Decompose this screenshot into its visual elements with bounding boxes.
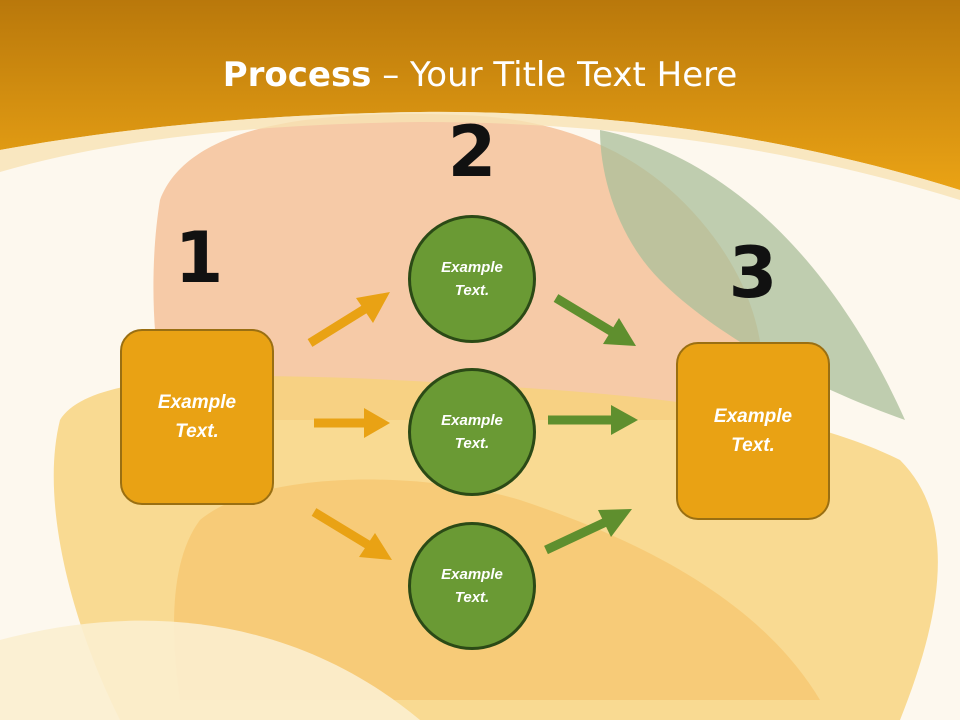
process-circle-bottom-label: Example Text. [441, 566, 503, 606]
process-box-end-label: Example Text. [713, 406, 793, 456]
process-circle-top: Example Text. [408, 215, 536, 343]
step-number-3: 3 [728, 232, 778, 314]
process-box-start: Example Text. [120, 329, 274, 505]
step-number-1: 1 [174, 217, 224, 299]
process-box-start-label: Example Text. [157, 392, 237, 442]
process-circle-bottom: Example Text. [408, 522, 536, 650]
process-circle-top-label: Example Text. [441, 259, 503, 299]
process-box-end: Example Text. [676, 342, 830, 520]
title-bold: Process [222, 55, 372, 95]
step-number-2: 2 [447, 111, 497, 193]
title-rest: – Your Title Text Here [371, 55, 738, 95]
process-circle-middle-label: Example Text. [441, 412, 503, 452]
slide-title: Process – Your Title Text Here [0, 52, 960, 98]
process-circle-middle: Example Text. [408, 368, 536, 496]
